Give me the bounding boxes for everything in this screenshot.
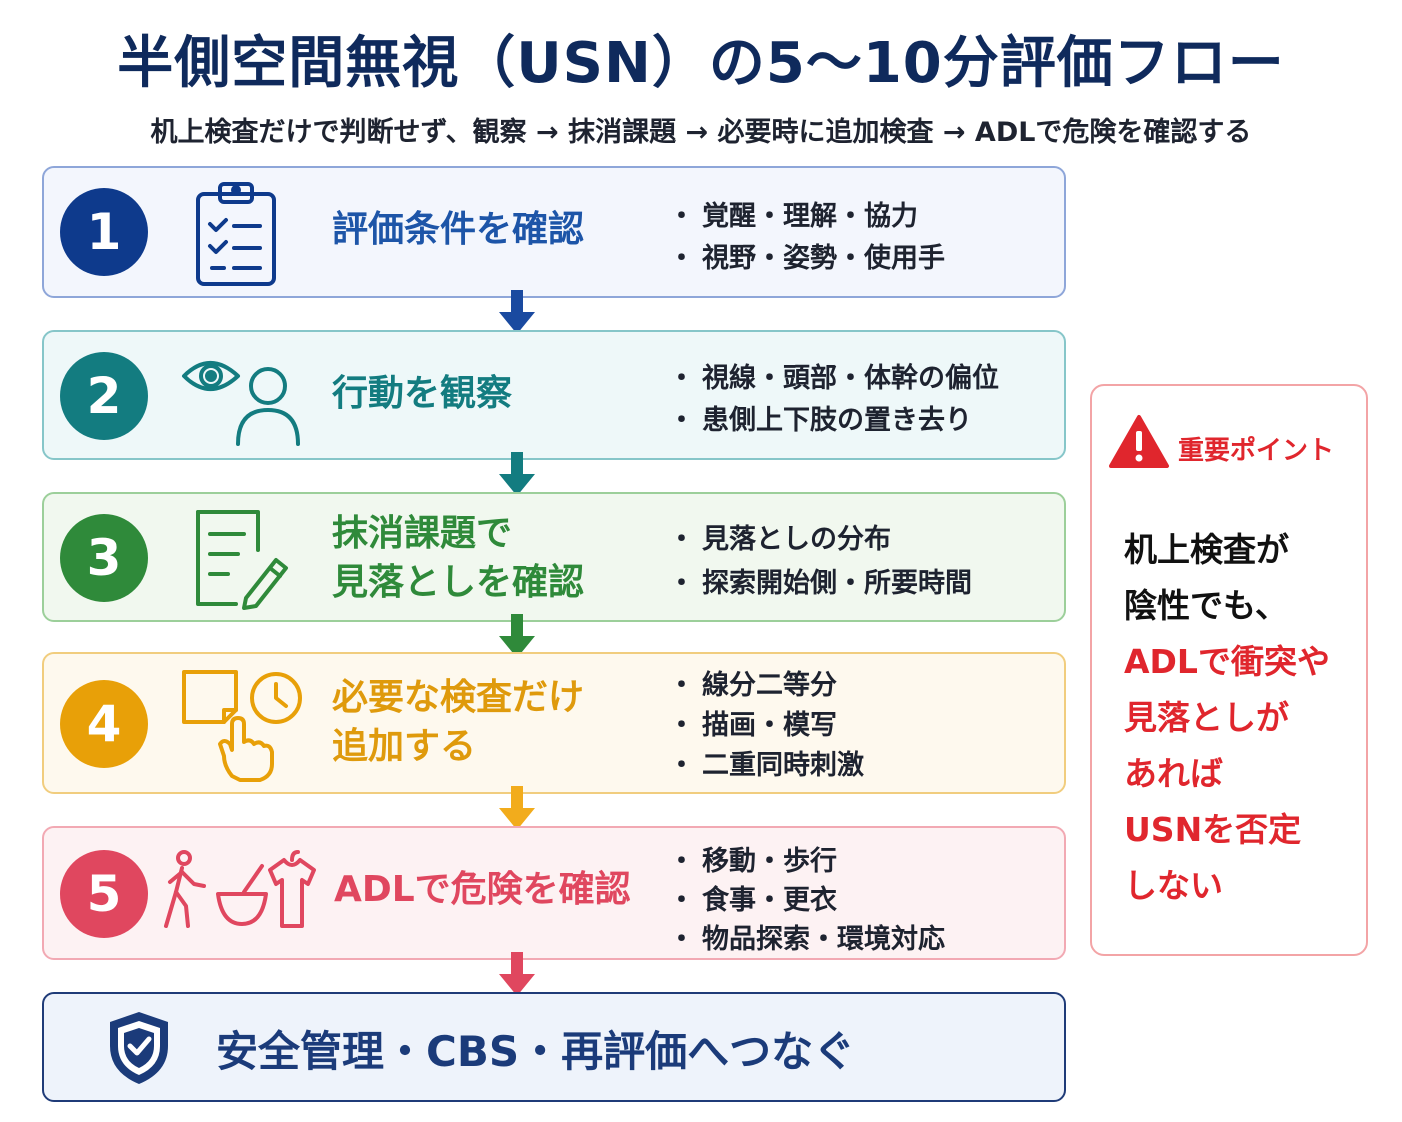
shield-check-icon <box>104 1008 174 1088</box>
step-2-card: 2 行動を観察 視線・頭部・体幹の偏位 患側上下肢の置き去り <box>42 330 1066 460</box>
list-item: 患側上下肢の置き去り <box>668 400 999 442</box>
list-item: 線分二等分 <box>668 666 864 706</box>
key-point-line: しない <box>1124 866 1223 905</box>
step-number-badge: 2 <box>60 352 148 440</box>
eye-person-icon <box>180 348 304 448</box>
step-5-bullets: 移動・歩行 食事・更衣 物品探索・環境対応 <box>668 842 945 959</box>
page-subtitle: 机上検査だけで判断せず、観察 → 抹消課題 → 必要時に追加検査 → ADLで危… <box>150 117 1252 148</box>
key-point-line: 机上検査が <box>1124 530 1289 569</box>
arrow-down-icon <box>497 786 537 836</box>
step-3-card: 3 抹消課題で 見落としを確認 見落としの分布 探索開始側・所要時間 <box>42 492 1066 622</box>
page-title: 半側空間無視（USN）の5〜10分評価フロー <box>117 31 1285 96</box>
arrow-down-icon <box>497 452 537 502</box>
list-item: 食事・更衣 <box>668 881 945 920</box>
key-point-line: 見落としが <box>1124 698 1289 737</box>
final-step-card: 安全管理・CBS・再評価へつなぐ <box>42 992 1066 1102</box>
walk-bowl-shirt-icon <box>162 850 318 930</box>
list-item: 移動・歩行 <box>668 842 945 881</box>
key-point-panel: 重要ポイント 机上検査が 陰性でも、 ADLで衝突や 見落としが あれば USN… <box>1090 384 1368 956</box>
arrow-down-icon <box>497 290 537 340</box>
step-2-title: 行動を観察 <box>332 373 513 414</box>
step-4-title: 必要な検査だけ 追加する <box>332 677 585 767</box>
arrow-down-icon <box>497 952 537 1002</box>
step-5-title: ADLで危険を確認 <box>334 869 631 910</box>
step-1-title: 評価条件を確認 <box>332 209 585 250</box>
key-point-line: ADLで衝突や <box>1124 642 1330 681</box>
step-5-card: 5 ADLで危険を確認 移動・歩行 食事・更衣 物品探索・環境対応 <box>42 826 1066 960</box>
clipboard-checklist-icon <box>192 180 282 288</box>
list-item: 二重同時刺激 <box>668 746 864 786</box>
warning-triangle-icon <box>1108 414 1170 470</box>
list-item: 描画・模写 <box>668 706 864 746</box>
step-1-card: 1 評価条件を確認 覚醒・理解・協力 視野・姿勢・使用手 <box>42 166 1066 298</box>
step-1-bullets: 覚醒・理解・協力 視野・姿勢・使用手 <box>668 196 945 280</box>
step-number-badge: 3 <box>60 514 148 602</box>
list-item: 視線・頭部・体幹の偏位 <box>668 358 999 400</box>
list-item: 視野・姿勢・使用手 <box>668 238 945 280</box>
list-item: 探索開始側・所要時間 <box>668 562 972 606</box>
key-point-body: 机上検査が 陰性でも、 ADLで衝突や 見落としが あれば USNを否定 しない <box>1124 522 1330 914</box>
document-pencil-icon <box>192 506 292 610</box>
key-point-line: あれば <box>1124 754 1223 793</box>
list-item: 物品探索・環境対応 <box>668 920 945 959</box>
step-3-title: 抹消課題で 見落としを確認 <box>332 513 585 603</box>
key-point-line: USNを否定 <box>1124 810 1302 849</box>
step-4-bullets: 線分二等分 描画・模写 二重同時刺激 <box>668 666 864 786</box>
list-item: 見落としの分布 <box>668 518 972 562</box>
step-number-badge: 5 <box>60 850 148 938</box>
arrow-down-icon <box>497 614 537 664</box>
step-3-bullets: 見落としの分布 探索開始側・所要時間 <box>668 518 972 606</box>
key-point-line: 陰性でも、 <box>1124 586 1289 625</box>
test-clock-hand-icon <box>180 666 304 786</box>
step-number-badge: 4 <box>60 680 148 768</box>
list-item: 覚醒・理解・協力 <box>668 196 945 238</box>
step-4-card: 4 必要な検査だけ 追加する 線分二等分 描画・模写 二重同時刺激 <box>42 652 1066 794</box>
key-point-heading: 重要ポイント <box>1178 436 1335 466</box>
step-2-bullets: 視線・頭部・体幹の偏位 患側上下肢の置き去り <box>668 358 999 442</box>
final-step-text: 安全管理・CBS・再評価へつなぐ <box>216 1027 856 1076</box>
step-number-badge: 1 <box>60 188 148 276</box>
